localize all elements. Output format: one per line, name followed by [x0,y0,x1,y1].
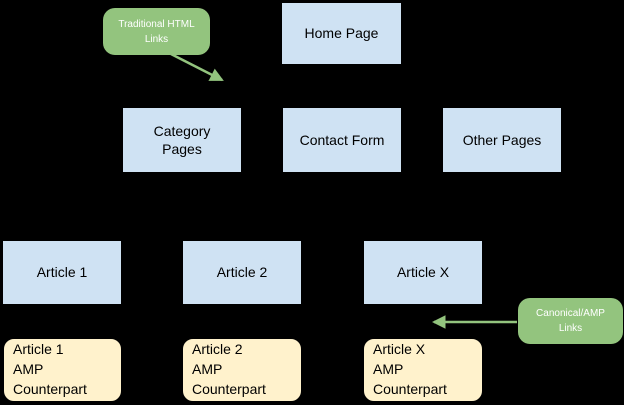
node-article-2-amp-counterpart: Article 2 AMP Counterpart [182,338,302,402]
node-category-pages: Category Pages [122,107,242,173]
node-contact-form: Contact Form [282,107,402,173]
node-article-1-amp-counterpart: Article 1 AMP Counterpart [3,338,122,402]
callout-traditional-html-links: Traditional HTML Links [103,8,210,55]
node-article-x-amp-counterpart: Article X AMP Counterpart [363,338,483,402]
traditional-links-arrow [170,52,224,82]
node-article-x: Article X [363,240,483,305]
node-article-1: Article 1 [2,240,122,305]
node-home-page: Home Page [281,2,402,65]
node-other-pages: Other Pages [442,107,562,173]
node-article-2: Article 2 [182,240,302,305]
callout-canonical-amp-links: Canonical/AMP Links [518,298,623,344]
